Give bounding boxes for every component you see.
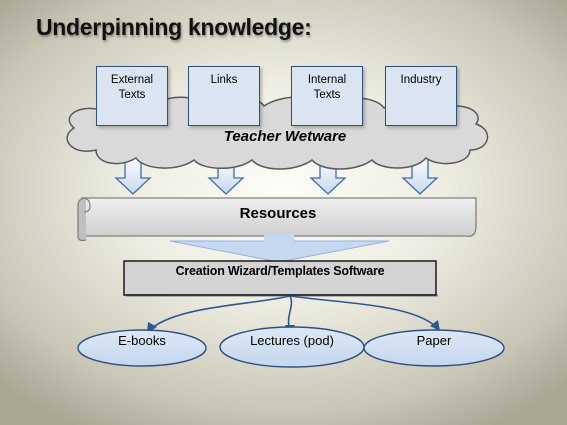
resources-banner [77,197,477,242]
output-ebooks-label: E-books [118,333,166,348]
oval-ebooks [77,329,207,367]
curved-arrows [151,295,436,331]
output-lectures-label: Lectures (pod) [250,333,334,348]
cloud-label: Teacher Wetware [223,128,347,145]
big-arrow-stem [264,234,294,244]
output-paper-label: Paper [416,333,452,348]
big-down-arrow [169,240,390,263]
resources-label: Resources [239,205,317,222]
wizard-label: Creation Wizard/Templates Software [175,264,385,278]
wizard-box-shape [123,260,437,296]
source-box-industry: Industry [385,66,457,126]
source-box-external-texts: External Texts [96,66,168,126]
source-box-links: Links [188,66,260,126]
oval-paper [363,329,505,367]
slide-title: Underpinning knowledge: [36,14,312,40]
source-box-internal-texts: Internal Texts [291,66,363,126]
